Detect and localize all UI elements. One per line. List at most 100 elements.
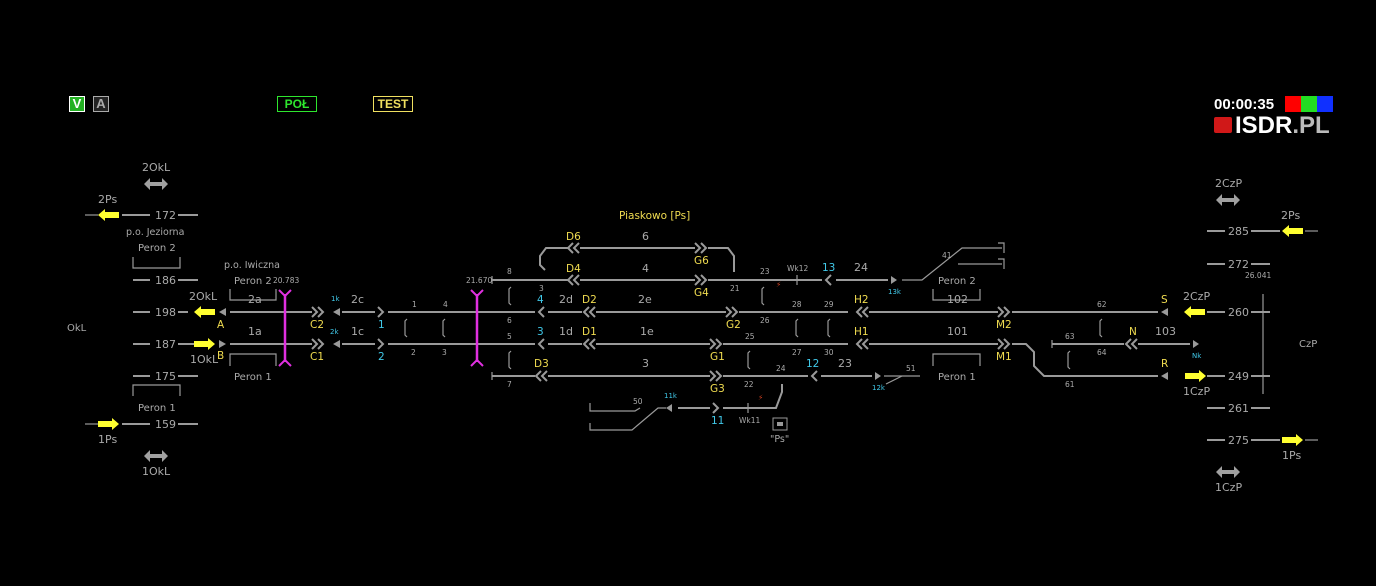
- signal-r-icon[interactable]: [1161, 372, 1168, 380]
- signal-d3-icon[interactable]: [535, 370, 548, 382]
- block-187[interactable]: 187: [155, 338, 176, 351]
- signal-d4-icon[interactable]: [567, 274, 580, 286]
- signal-g3-label[interactable]: G3: [710, 383, 725, 395]
- route-12-label[interactable]: 12: [806, 358, 819, 370]
- switch-3b-label[interactable]: 3: [539, 284, 544, 293]
- track-1d-label[interactable]: 1d: [559, 325, 573, 338]
- signal-d3-label[interactable]: D3: [534, 358, 549, 370]
- signal-a-icon[interactable]: [219, 308, 226, 316]
- signal-a-label[interactable]: A: [217, 319, 225, 331]
- signal-g2-label[interactable]: G2: [726, 319, 741, 331]
- shunt-1k-icon[interactable]: [333, 308, 340, 316]
- track-63-label[interactable]: 63: [1065, 332, 1075, 341]
- signal-d2-label[interactable]: D2: [582, 294, 597, 306]
- track-41-label[interactable]: 41: [942, 251, 952, 260]
- shunt-nk-icon[interactable]: [1193, 340, 1199, 348]
- shunt-13k-icon[interactable]: [891, 276, 897, 284]
- signal-c2-icon[interactable]: [311, 306, 324, 318]
- direction-2okl-icon[interactable]: [144, 178, 168, 190]
- route-3-label[interactable]: 3: [537, 326, 544, 338]
- switch-22-label[interactable]: 22: [744, 380, 754, 389]
- signal-g1-icon[interactable]: [709, 338, 722, 350]
- signal-r-label[interactable]: R: [1161, 358, 1168, 370]
- switch-1-2[interactable]: [404, 318, 408, 338]
- crossing-wk11-label[interactable]: Wk11: [739, 416, 761, 425]
- crossing-wk12-icon[interactable]: ⚡: [776, 280, 781, 289]
- switch-1-label[interactable]: 1: [412, 300, 417, 309]
- track-2e-label[interactable]: 2e: [638, 293, 652, 306]
- exit-arrow-2ps-icon[interactable]: [98, 209, 119, 221]
- signal-n-label[interactable]: N: [1129, 326, 1137, 338]
- signal-s-label[interactable]: S: [1161, 294, 1168, 306]
- entry-arrow-1czp-icon[interactable]: [1185, 370, 1206, 382]
- track-62-label[interactable]: 62: [1097, 300, 1107, 309]
- block-261[interactable]: 261: [1228, 402, 1249, 415]
- signal-h1-icon[interactable]: [856, 338, 869, 350]
- track-1c-label[interactable]: 1c: [351, 325, 364, 338]
- switch-24-label[interactable]: 24: [776, 364, 786, 373]
- switch-27-label[interactable]: 27: [792, 348, 802, 357]
- signal-m2-label[interactable]: M2: [996, 319, 1012, 331]
- track-1e-label[interactable]: 1e: [640, 325, 654, 338]
- signal-h1-label[interactable]: H1: [854, 326, 869, 338]
- switch-7-label[interactable]: 7: [507, 380, 512, 389]
- route-1-label[interactable]: 1: [378, 319, 385, 331]
- track-50-label[interactable]: 50: [633, 397, 643, 406]
- switch-26-label[interactable]: 26: [760, 316, 770, 325]
- entry-arrow-2czp-icon[interactable]: [1184, 306, 1205, 318]
- direction-1okl-icon[interactable]: [144, 450, 168, 462]
- signal-g2-icon[interactable]: [725, 306, 738, 318]
- route-1k-label[interactable]: 1k: [331, 295, 340, 303]
- signal-d1-icon[interactable]: [583, 338, 596, 350]
- signal-g4-icon[interactable]: [694, 274, 707, 286]
- switch-6-label[interactable]: 6: [507, 316, 512, 325]
- crossing-wk12-label[interactable]: Wk12: [787, 264, 809, 273]
- track-4-label[interactable]: 4: [642, 262, 649, 275]
- block-198[interactable]: 198: [155, 306, 176, 319]
- track-23-label[interactable]: 23: [838, 357, 852, 370]
- signal-d4-label[interactable]: D4: [566, 263, 581, 275]
- switch-2-label[interactable]: 2: [411, 348, 416, 357]
- track-24-label[interactable]: 24: [854, 261, 868, 274]
- switch-5-label[interactable]: 5: [507, 332, 512, 341]
- track-3-label[interactable]: 3: [642, 357, 649, 370]
- track-6-label[interactable]: 6: [642, 230, 649, 243]
- signal-route-2-icon[interactable]: [377, 338, 384, 350]
- route-11k-label[interactable]: 11k: [664, 392, 678, 400]
- block-159[interactable]: 159: [155, 418, 176, 431]
- route-2k-label[interactable]: 2k: [330, 328, 339, 336]
- track-101-label[interactable]: 101: [947, 325, 968, 338]
- signal-d6-label[interactable]: D6: [566, 231, 581, 243]
- signal-d6-icon[interactable]: [567, 242, 580, 254]
- signal-h2-label[interactable]: H2: [854, 294, 869, 306]
- switch-25-label[interactable]: 25: [745, 332, 755, 341]
- block-249[interactable]: 249: [1228, 370, 1249, 383]
- direction-1czp-icon[interactable]: [1216, 466, 1240, 478]
- route-13-label[interactable]: 13: [822, 262, 835, 274]
- block-186[interactable]: 186: [155, 274, 176, 287]
- shunt-12k-icon[interactable]: [875, 372, 881, 380]
- block-172[interactable]: 172: [155, 209, 176, 222]
- signal-c2-label[interactable]: C2: [310, 319, 324, 331]
- signal-m2-icon[interactable]: [997, 306, 1010, 318]
- signal-g1-label[interactable]: G1: [710, 351, 725, 363]
- route-13k-label[interactable]: 13k: [888, 288, 902, 296]
- shunt-11k-icon[interactable]: [666, 404, 672, 412]
- crossing-wk11-icon[interactable]: ⚡: [758, 393, 763, 402]
- v-status-button[interactable]: V: [69, 96, 85, 112]
- switch-30-label[interactable]: 30: [824, 348, 834, 357]
- block-272[interactable]: 272: [1228, 258, 1249, 271]
- a-status-button[interactable]: A: [93, 96, 109, 112]
- signal-route-4-icon[interactable]: [538, 306, 545, 318]
- signal-d2-icon[interactable]: [583, 306, 596, 318]
- signal-m1-icon[interactable]: [997, 338, 1010, 350]
- test-status-button[interactable]: TEST: [373, 96, 413, 112]
- switch-8-label[interactable]: 8: [507, 267, 512, 276]
- switch-29-label[interactable]: 29: [824, 300, 834, 309]
- pol-status-button[interactable]: POŁ: [277, 96, 317, 112]
- signal-h2-icon[interactable]: [856, 306, 869, 318]
- track-64-label[interactable]: 64: [1097, 348, 1107, 357]
- barrier-west-icon[interactable]: [278, 289, 292, 367]
- shunt-2k-icon[interactable]: [333, 340, 340, 348]
- route-11-label[interactable]: 11: [711, 415, 724, 427]
